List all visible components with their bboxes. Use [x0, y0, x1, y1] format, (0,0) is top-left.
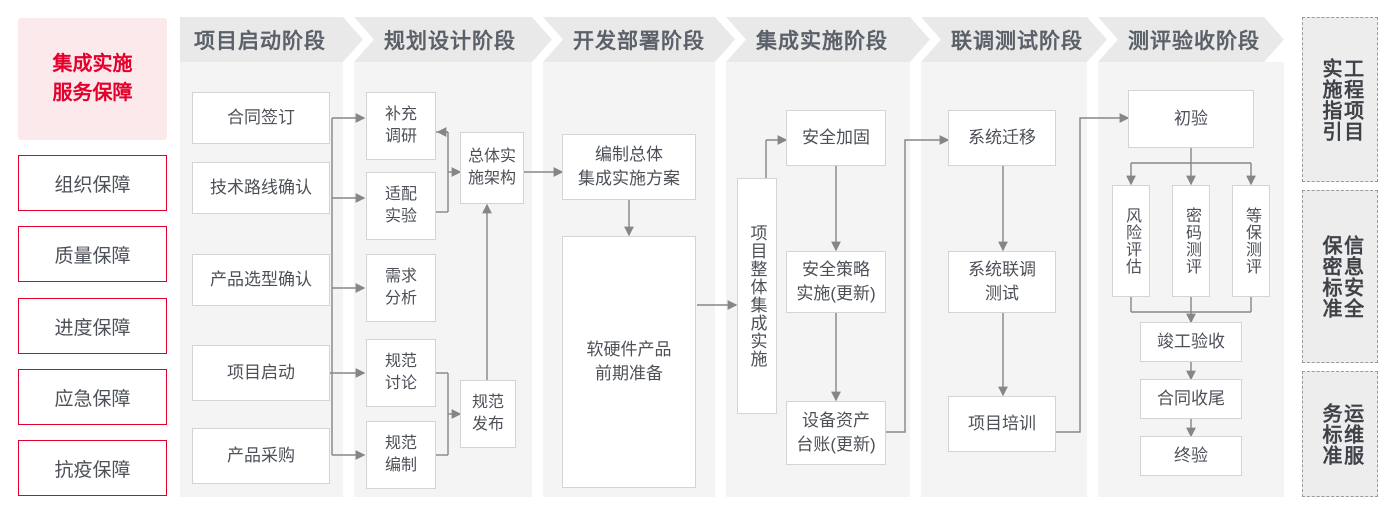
- phase-header-joint-test[interactable]: 联调测试阶段: [921, 17, 1107, 62]
- node-label: 总体实 施架构: [467, 148, 516, 187]
- node-label: 密码测评: [1183, 207, 1200, 275]
- node-security-hardening[interactable]: 安全加固: [786, 110, 886, 166]
- node-label: 编制总体 集成实施方案: [578, 145, 680, 188]
- sidebar-item-label: 进度保障: [54, 317, 131, 339]
- sidebar-item-label: 应急保障: [54, 388, 131, 410]
- sidebar-item-organization[interactable]: 组织保障: [18, 155, 167, 211]
- node-completion-acceptance[interactable]: 竣工验收: [1140, 322, 1242, 362]
- node-cryptography-evaluation[interactable]: 密码测评: [1172, 185, 1210, 297]
- sidebar-item-label: 抗疫保障: [54, 459, 131, 481]
- node-security-policy-implementation[interactable]: 安全策略 实施(更新): [786, 251, 886, 313]
- node-hw-sw-preparation[interactable]: 软硬件产品 前期准备: [562, 236, 696, 488]
- node-label: 合同收尾: [1157, 389, 1225, 408]
- node-system-joint-debug-test[interactable]: 系统联调 测试: [948, 251, 1056, 313]
- node-label: 合同签订: [227, 108, 295, 127]
- node-project-kickoff[interactable]: 项目启动: [192, 345, 330, 401]
- node-label: 风险评估: [1123, 207, 1140, 275]
- node-spec-drafting[interactable]: 规范 编制: [366, 421, 436, 489]
- node-mlps-evaluation[interactable]: 等保测评: [1232, 185, 1270, 297]
- node-label: 规范 讨论: [384, 353, 417, 392]
- node-label: 项目培训: [968, 414, 1036, 433]
- phase-header-planning-design[interactable]: 规划设计阶段: [354, 17, 552, 62]
- node-final-acceptance[interactable]: 终验: [1140, 436, 1242, 476]
- node-label: 产品选型确认: [210, 270, 312, 289]
- standard-label: 工程项目 实施指引: [1319, 57, 1363, 142]
- node-project-training[interactable]: 项目培训: [948, 396, 1056, 452]
- node-asset-ledger-update[interactable]: 设备资产 台账(更新): [786, 401, 886, 465]
- standard-label: 运维服 务标准: [1319, 402, 1363, 466]
- node-label: 适配 实验: [384, 186, 417, 225]
- node-product-procurement[interactable]: 产品采购: [192, 428, 330, 484]
- sidebar-item-epidemic[interactable]: 抗疫保障: [18, 440, 167, 496]
- sidebar-title-line1: 集成实施: [52, 53, 133, 75]
- node-draft-overall-integration-plan[interactable]: 编制总体 集成实施方案: [562, 134, 696, 200]
- node-tech-route-confirm[interactable]: 技术路线确认: [192, 162, 330, 214]
- sidebar-title: 集成实施 服务保障: [18, 18, 167, 140]
- node-label: 设备资产 台账(更新): [796, 411, 876, 454]
- phase-header-project-start[interactable]: 项目启动阶段: [180, 17, 363, 62]
- standard-label: 信息安全 保密标准: [1319, 234, 1363, 319]
- node-contract-closure[interactable]: 合同收尾: [1140, 379, 1242, 419]
- node-overall-impl-architecture[interactable]: 总体实 施架构: [460, 132, 524, 204]
- node-label: 系统迁移: [968, 128, 1036, 147]
- node-label: 初验: [1174, 109, 1208, 128]
- node-label: 补充 调研: [384, 106, 417, 145]
- node-label: 规范 发布: [471, 394, 504, 433]
- node-label: 需求 分析: [384, 268, 417, 307]
- sidebar-item-emergency[interactable]: 应急保障: [18, 369, 167, 425]
- sidebar-item-label: 质量保障: [54, 245, 131, 267]
- node-label: 规范 编制: [384, 435, 417, 474]
- sidebar-title-line2: 服务保障: [52, 82, 133, 104]
- node-contract-signing[interactable]: 合同签订: [192, 92, 330, 144]
- node-label: 竣工验收: [1157, 332, 1225, 351]
- node-label: 安全加固: [802, 128, 870, 147]
- node-spec-discussion[interactable]: 规范 讨论: [366, 339, 436, 407]
- node-adaptation-experiment[interactable]: 适配 实验: [366, 172, 436, 240]
- standard-box-infosec[interactable]: 信息安全 保密标准: [1302, 190, 1378, 363]
- sidebar-item-schedule[interactable]: 进度保障: [18, 298, 167, 354]
- phase-header-acceptance[interactable]: 测评验收阶段: [1098, 17, 1284, 62]
- node-label: 安全策略 实施(更新): [796, 260, 876, 303]
- node-risk-assessment[interactable]: 风险评估: [1112, 185, 1150, 297]
- node-label: 系统联调 测试: [968, 260, 1036, 303]
- node-requirement-analysis[interactable]: 需求 分析: [366, 254, 436, 322]
- node-label: 技术路线确认: [210, 178, 312, 197]
- node-label: 项目启动: [227, 363, 295, 382]
- node-label: 产品采购: [227, 446, 295, 465]
- sidebar-item-label: 组织保障: [54, 174, 131, 196]
- node-spec-release[interactable]: 规范 发布: [460, 380, 516, 448]
- phase-header-dev-deploy[interactable]: 开发部署阶段: [543, 17, 735, 62]
- node-preliminary-acceptance[interactable]: 初验: [1128, 90, 1254, 148]
- node-label: 终验: [1174, 446, 1208, 465]
- node-product-selection-confirm[interactable]: 产品选型确认: [192, 254, 330, 306]
- node-supplementary-research[interactable]: 补充 调研: [366, 92, 436, 160]
- node-label: 等保测评: [1243, 207, 1260, 275]
- node-label: 项目整体集成实施: [747, 224, 767, 368]
- sidebar-item-quality[interactable]: 质量保障: [18, 226, 167, 282]
- node-system-migration[interactable]: 系统迁移: [948, 110, 1056, 166]
- standard-box-engineering-guide[interactable]: 工程项目 实施指引: [1302, 17, 1378, 182]
- phase-header-integration[interactable]: 集成实施阶段: [726, 17, 930, 62]
- node-overall-project-integration[interactable]: 项目整体集成实施: [737, 178, 777, 414]
- standard-box-om-service[interactable]: 运维服 务标准: [1302, 371, 1378, 497]
- node-label: 软硬件产品 前期准备: [586, 340, 672, 383]
